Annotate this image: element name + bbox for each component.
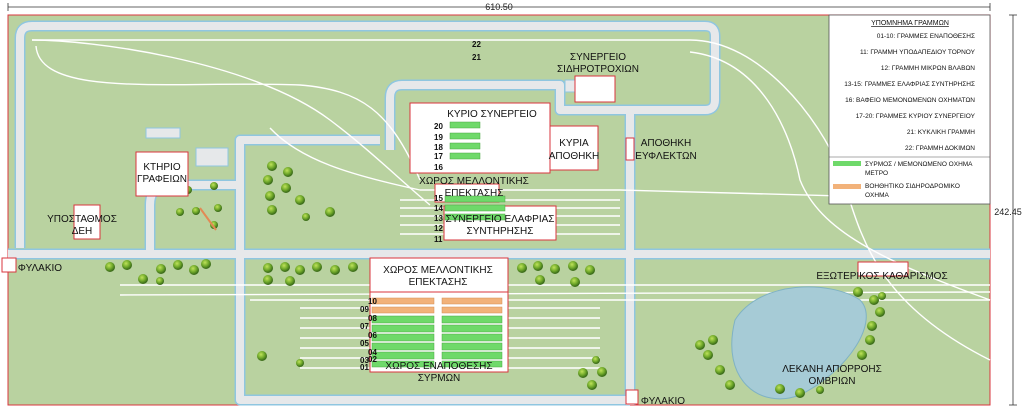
guardhouse-south-label: ΦΥΛΑΚΙΟ xyxy=(641,396,685,407)
future-expansion-1-label: ΕΠΕΚΤΑΣΗΣ xyxy=(445,188,504,199)
legend-item: 22: ΓΡΑΜΜΗ ΔΟΚΙΜΩΝ xyxy=(905,145,975,152)
height-dimension: 242.45 xyxy=(994,207,1022,217)
track-label: 20 xyxy=(434,122,443,131)
legend-swatch-orange xyxy=(833,184,861,189)
light-maintenance-label: ΣΥΝΤΗΡΗΣΗΣ xyxy=(467,226,534,237)
substation-label: ΔΕΗ xyxy=(72,226,93,237)
substation-box xyxy=(73,204,101,240)
main-warehouse-label: ΚΥΡΙΑ xyxy=(559,138,589,149)
track-label: 12 xyxy=(434,224,443,233)
track-label: 10 xyxy=(368,297,377,306)
track-label: 06 xyxy=(368,331,377,340)
track-label: 13 xyxy=(434,214,443,223)
legend: ΥΠΟΜΝΗΜΑ ΓΡΑΜΜΩΝ 01-10: ΓΡΑΜΜΕΣ ΕΝΑΠΟΘΕΣ… xyxy=(828,14,991,205)
track-numbers-main-shop: 20 19 18 17 16 xyxy=(434,122,443,172)
track-label: 02 xyxy=(368,355,377,364)
flammables-warehouse-label: ΕΥΦΛΕΚΤΩΝ xyxy=(635,151,696,162)
track-label: 09 xyxy=(360,305,369,314)
stabling-label: ΧΩΡΟΣ ΕΝΑΠΟΘΕΣΗΣ xyxy=(385,361,492,372)
track-label: 01 xyxy=(360,363,369,372)
legend-swatch-green-label: ΣΥΡΜΟΣ / ΜΕΜΟΝΩΜΕΝΟ ΟΧΗΜΑ xyxy=(865,161,973,168)
track-label: 18 xyxy=(434,143,443,152)
legend-title: ΥΠΟΜΝΗΜΑ ΓΡΑΜΜΩΝ xyxy=(871,20,949,27)
legend-item: 17-20: ΓΡΑΜΜΕΣ ΚΥΡΙΟΥ ΣΥΝΕΡΓΕΙΟΥ xyxy=(856,113,976,120)
retention-pond xyxy=(731,286,867,400)
pond-label: ΛΕΚΑΝΗ ΑΠΟΡΡΟΗΣ xyxy=(782,364,882,375)
road-network xyxy=(8,20,990,406)
future-expansion-2-label: ΕΠΕΚΤΑΣΗΣ xyxy=(409,277,468,288)
track-label: 11 xyxy=(434,235,443,244)
flammables-warehouse-label: ΑΠΟΘΗΚΗ xyxy=(641,138,692,149)
dimension-lines: 610.50 242.45 xyxy=(7,2,1022,406)
track-label: 03 xyxy=(360,356,369,365)
track-numbers-top: 22 21 xyxy=(472,40,481,62)
track-label: 04 xyxy=(368,348,377,357)
pond-label: ΟΜΒΡΙΩΝ xyxy=(809,376,856,387)
track-numbers-light-shop: 15 14 13 12 11 xyxy=(434,194,443,244)
trains-orange xyxy=(199,207,503,314)
rail-workshop-label: ΣΥΝΕΡΓΕΙΟ xyxy=(570,52,626,63)
office-building-label: ΚΤΗΡΙΟ xyxy=(143,162,180,173)
track-label: 15 xyxy=(434,194,443,203)
track-label: 16 xyxy=(434,163,443,172)
rail-workshop-label: ΣΙΔΗΡΟΤΡΟΧΙΩΝ xyxy=(557,64,639,75)
future-expansion-2-label: ΧΩΡΟΣ ΜΕΛΛΟΝΤΙΚΗΣ xyxy=(383,265,493,276)
legend-item: 11: ΓΡΑΜΜΗ ΥΠΟΔΑΠΕΔΙΟΥ ΤΟΡΝΟΥ xyxy=(860,49,976,56)
legend-swatch-orange-label: ΒΟΗΘΗΤΙΚΟ ΣΙΔΗΡΟΔΡΟΜΙΚΟ xyxy=(865,183,960,190)
track-label: 19 xyxy=(434,133,443,142)
external-cleaning-label: ΕΞΩΤΕΡΙΚΟΣ ΚΑΘΑΡΙΣΜΟΣ xyxy=(816,271,947,282)
track-label: 08 xyxy=(368,314,377,323)
legend-item: 12: ΓΡΑΜΜΗ ΜΙΚΡΩΝ ΒΛΑΒΩΝ xyxy=(881,65,975,72)
main-warehouse-box xyxy=(549,125,599,171)
trees xyxy=(105,161,886,398)
guardhouse-south-box xyxy=(625,389,639,405)
stabling-label: ΣΥΡΜΩΝ xyxy=(418,373,461,384)
substation-label: ΥΠΟΣΤΑΘΜΟΣ xyxy=(47,214,117,225)
future-expansion-1-label: ΧΩΡΟΣ ΜΕΛΛΟΝΤΙΚΗΣ xyxy=(419,176,529,187)
legend-item: 16: ΒΑΦΕΙΟ ΜΕΜΟΝΩΜΕΝΩΝ ΟΧΗΜΑΤΩΝ xyxy=(845,97,975,104)
office-building-label: ΓΡΑΦΕΙΩΝ xyxy=(137,174,187,185)
legend-item: 01-10: ΓΡΑΜΜΕΣ ΕΝΑΠΟΘΕΣΗΣ xyxy=(877,33,975,40)
building-labels: ΣΥΝΕΡΓΕΙΟ ΣΙΔΗΡΟΤΡΟΧΙΩΝ ΚΥΡΙΟ ΣΥΝΕΡΓΕΙΟ … xyxy=(18,52,948,407)
legend-item: 13-15: ΓΡΑΜΜΕΣ ΕΛΑΦΡΙΑΣ ΣΥΝΤΗΡΗΣΗΣ xyxy=(844,81,975,88)
track-label: 05 xyxy=(360,339,369,348)
trains-green xyxy=(371,121,506,368)
main-warehouse-label: ΑΠΟΘΗΚΗ xyxy=(549,151,600,162)
light-maintenance-box xyxy=(443,205,557,241)
track-numbers-stabling: 10 09 08 07 06 05 04 03 02 01 xyxy=(360,297,377,372)
office-building-box xyxy=(135,151,189,197)
track-label: 14 xyxy=(434,204,443,213)
track-label: 17 xyxy=(434,152,443,161)
legend-swatch-green-label: ΜΕΤΡΟ xyxy=(865,170,888,177)
light-maintenance-label: ΣΥΝΕΡΓΕΙΟ ΕΛΑΦΡΙΑΣ xyxy=(446,214,555,225)
main-workshop-label: ΚΥΡΙΟ ΣΥΝΕΡΓΕΙΟ xyxy=(447,109,537,120)
legend-item: 21: ΚΥΚΛΙΚΗ ΓΡΑΜΜΗ xyxy=(907,129,975,136)
guardhouse-west-label: ΦΥΛΑΚΙΟ xyxy=(18,263,62,274)
width-dimension: 610.50 xyxy=(485,2,513,12)
track-label: 07 xyxy=(360,322,369,331)
future-expansion-2-box xyxy=(369,257,509,293)
legend-swatch-orange-label: ΟΧΗΜΑ xyxy=(865,192,890,199)
external-cleaning-box xyxy=(857,261,909,277)
flammables-warehouse-box xyxy=(625,137,635,161)
track-22-label: 22 xyxy=(472,40,481,49)
guardhouse-west-box xyxy=(1,257,17,273)
track-21-label: 21 xyxy=(472,53,481,62)
legend-swatch-green xyxy=(833,161,861,166)
rail-workshop-box xyxy=(574,75,616,103)
